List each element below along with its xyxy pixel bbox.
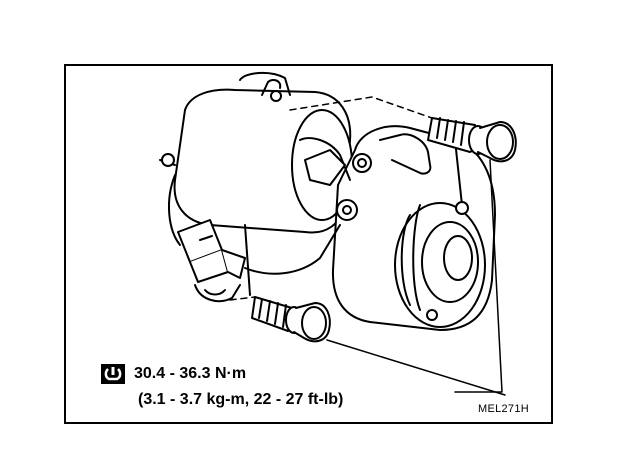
lower-bolt — [251, 296, 331, 343]
figure-id: MEL271H — [478, 403, 530, 415]
upper-bolt — [427, 117, 517, 163]
torque-value-nm: 30.4 - 36.3 N·m — [134, 365, 247, 382]
mounting-flange — [194, 224, 251, 303]
terminal-bracket — [299, 133, 432, 221]
torque-value-alt: (3.1 - 3.7 kg-m, 22 - 27 ft-lb) — [138, 391, 344, 408]
alignment-lines — [229, 96, 433, 301]
connector-plug — [159, 153, 341, 283]
torque-leader-lines — [326, 159, 506, 396]
torque-wrench-icon — [101, 364, 125, 384]
motor-housing — [331, 125, 496, 331]
diagram-frame — [64, 64, 553, 424]
torque-spec-primary: 30.4 - 36.3 N·m — [100, 363, 343, 385]
torque-spec: 30.4 - 36.3 N·m (3.1 - 3.7 kg-m, 22 - 27… — [100, 363, 343, 411]
torque-spec-secondary: (3.1 - 3.7 kg-m, 22 - 27 ft-lb) — [138, 389, 343, 411]
